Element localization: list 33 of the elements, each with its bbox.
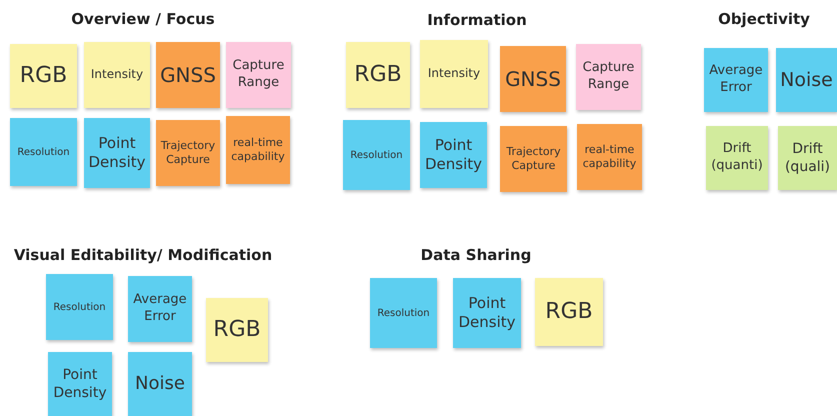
sticky-note: Intensity [420,40,488,108]
sticky-note: Noise [776,48,837,112]
sticky-note: RGB [346,42,410,108]
sticky-note: Trajectory Capture [500,126,567,192]
sticky-note: Intensity [84,42,150,108]
sticky-note: Resolution [46,274,113,340]
sticky-note: Point Density [420,122,487,188]
group-heading: Overview / Focus [71,10,215,28]
sticky-note: Point Density [84,118,150,188]
sticky-note: Point Density [48,352,112,416]
group-heading: Visual Editability/ Modification [14,246,272,264]
group-heading: Information [427,11,527,29]
sticky-note: Capture Range [226,42,291,108]
sticky-note: Resolution [343,120,410,190]
sticky-note: RGB [10,44,77,108]
sticky-note: Point Density [453,278,521,348]
group-heading: Data Sharing [420,246,532,264]
sticky-note: Trajectory Capture [156,120,220,186]
sticky-note: Resolution [370,278,437,348]
sticky-note: Noise [128,352,192,416]
sticky-note: Drift (quanti) [706,126,768,190]
group-heading: Objectivity [718,10,810,28]
sticky-note: Capture Range [576,44,641,110]
sticky-note: real-time capability [226,116,290,184]
sticky-note: GNSS [500,46,566,112]
sticky-note: real-time capability [577,124,642,190]
sticky-note: GNSS [156,42,220,108]
sticky-note: RGB [535,278,603,346]
sticky-note: Average Error [704,48,768,112]
sticky-note: RGB [206,298,268,362]
sticky-note: Average Error [128,276,192,342]
sticky-note: Drift (quali) [778,126,837,190]
sticky-note: Resolution [10,118,77,186]
